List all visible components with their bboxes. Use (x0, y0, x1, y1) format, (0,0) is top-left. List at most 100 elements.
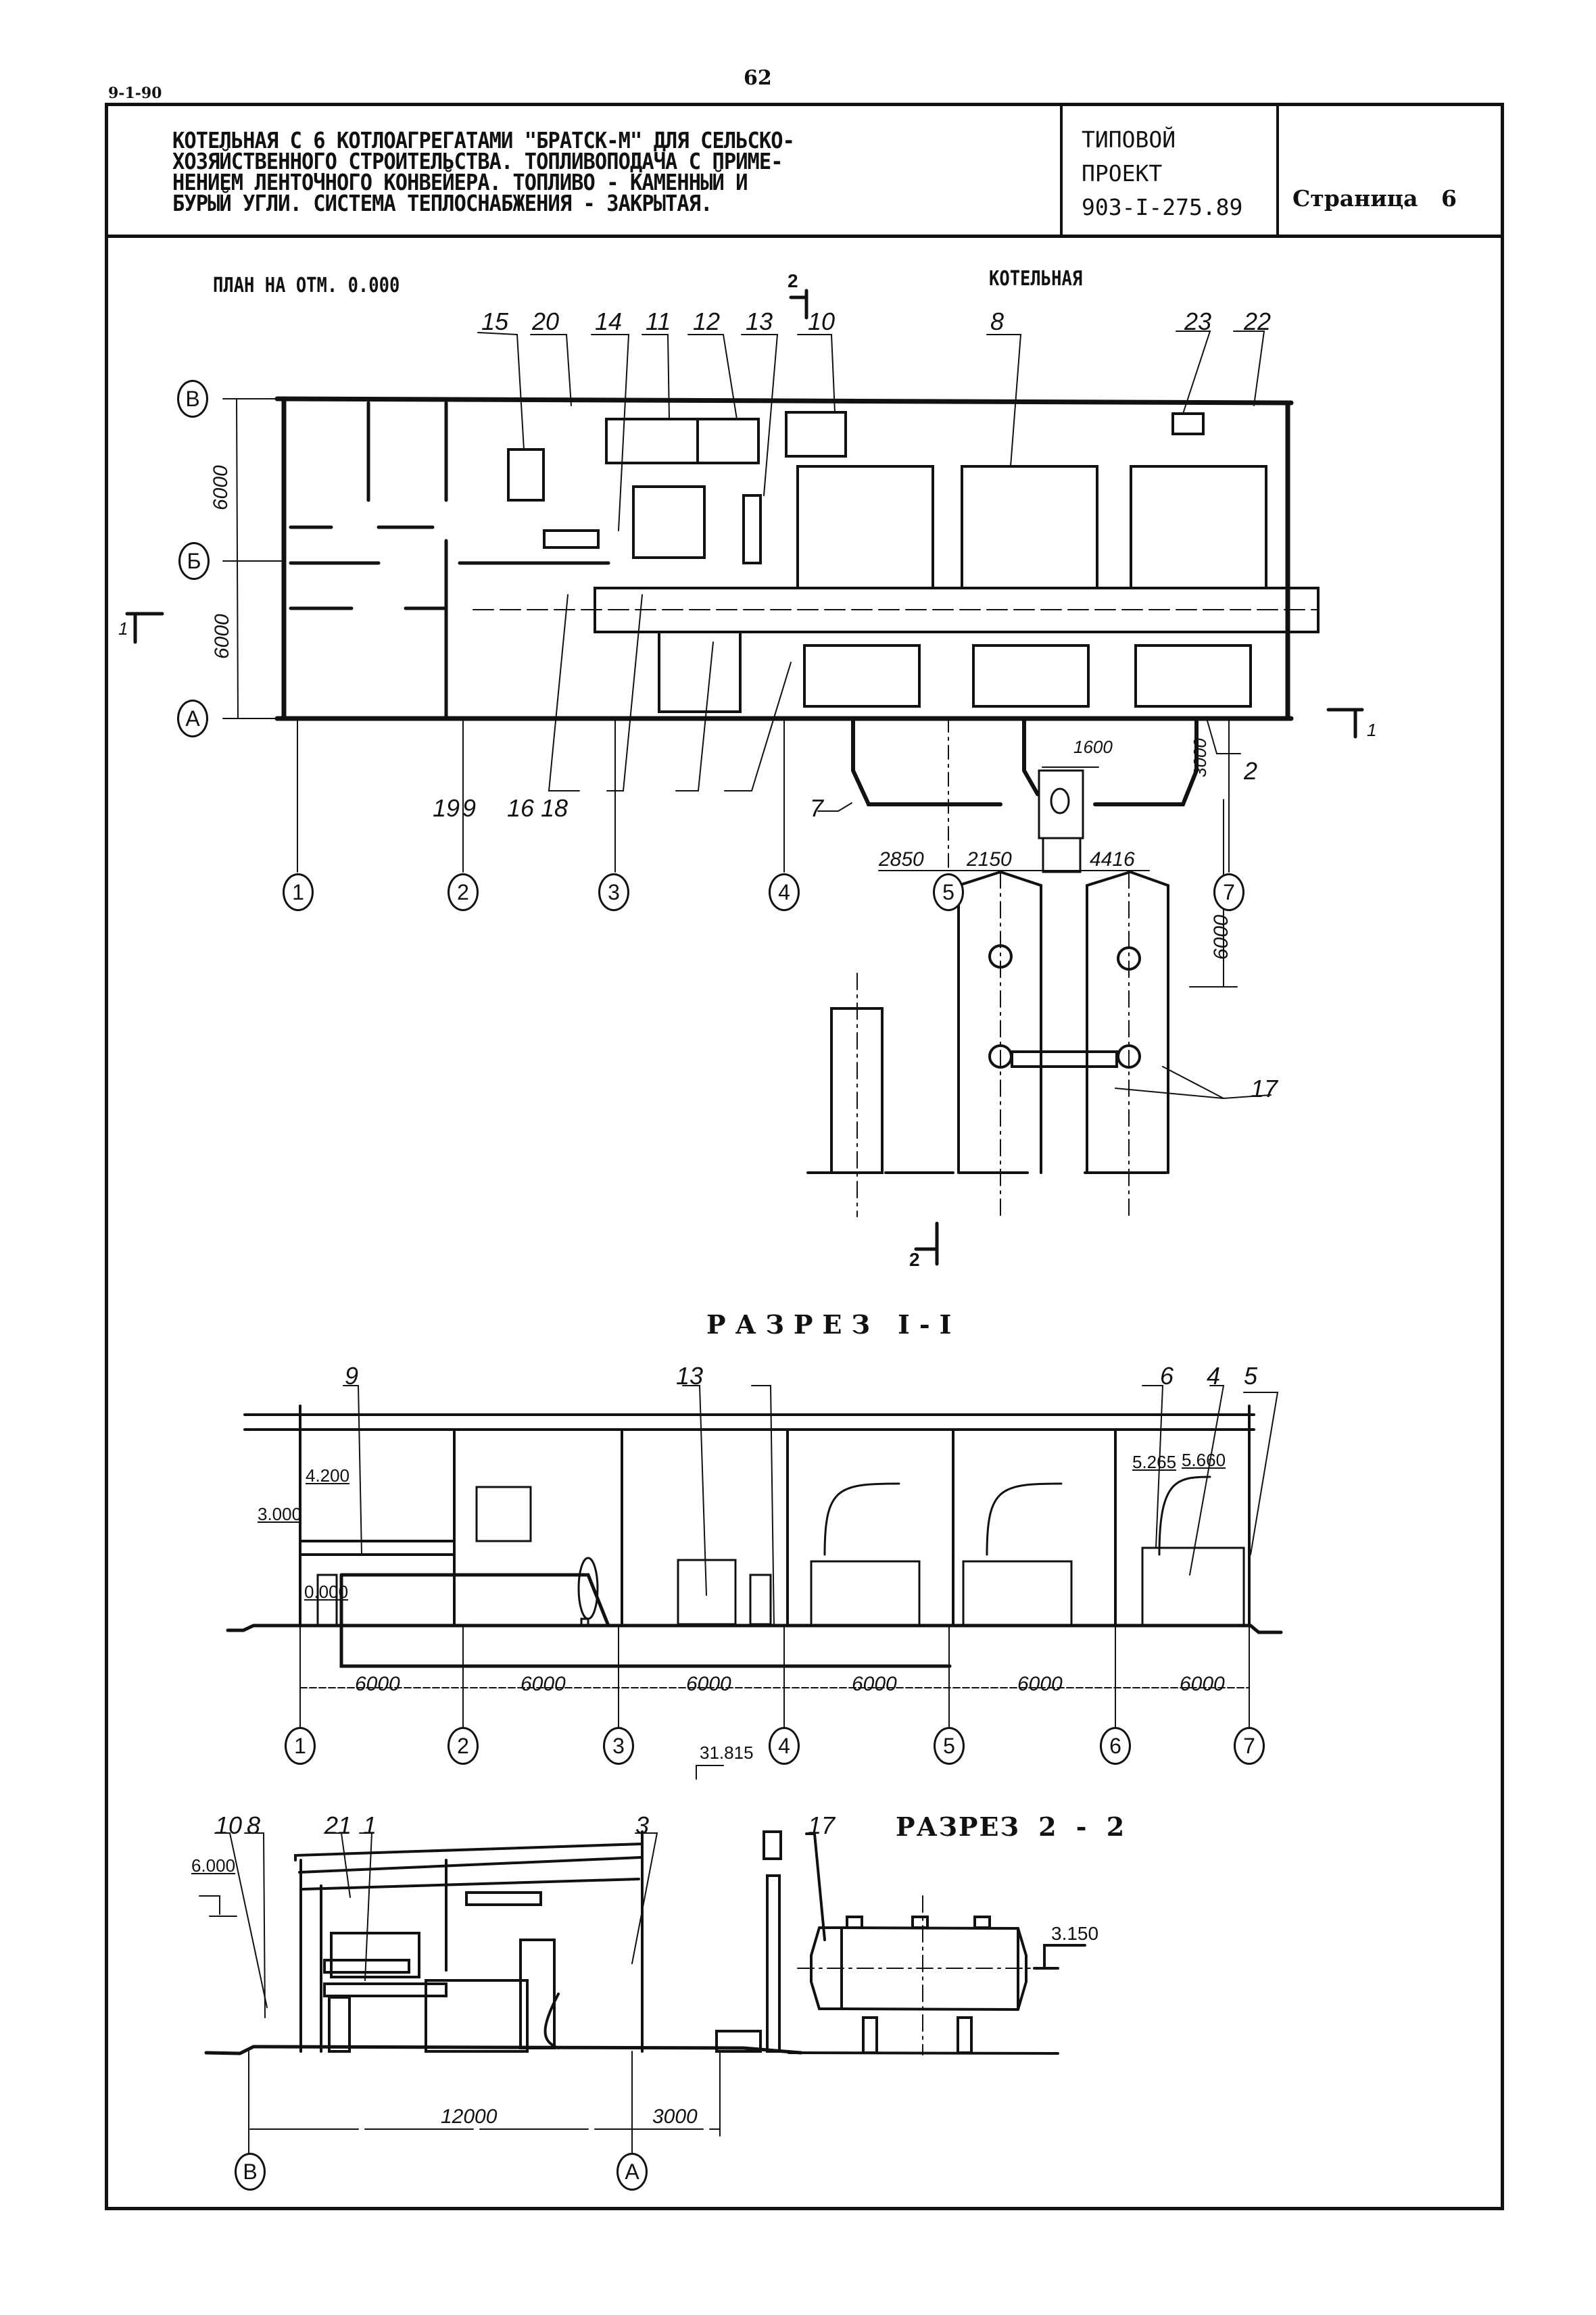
title-line: ХОЗЯЙСТВЕННОГО СТРОИТЕЛЬСТВА. ТОПЛИВОПОД… (172, 148, 783, 174)
callout-12: 12 (693, 308, 721, 335)
plan-outline (274, 396, 1294, 721)
section-2-marker-bottom: 2 (909, 1249, 920, 1270)
callout-11: 11 (646, 308, 671, 335)
section22-tank (788, 1832, 1086, 2055)
callout-9: 9 (462, 794, 477, 822)
dim-3000: 3000 (1190, 738, 1210, 777)
axis-row-b: Б (178, 542, 210, 580)
callout-23: 23 (1184, 308, 1212, 335)
callout-19: 19 (433, 794, 460, 822)
section-1-marker-left: 1 (118, 618, 128, 639)
section-2-marker-top: 2 (788, 270, 798, 291)
project-code-cell: ТИПОВОЙ ПРОЕКТ 903-I-275.89 (1060, 103, 1276, 235)
callout-22: 22 (1244, 308, 1272, 335)
title-line: БУРЫЙ УГЛИ. СИСТЕМА ТЕПЛОСНАБЖЕНИЯ - ЗАК… (172, 190, 712, 216)
s22-callout-1: 1 (363, 1811, 377, 1839)
section22-building-ground (204, 2045, 803, 2055)
row-dim-2: 6000 (211, 614, 233, 659)
axis-col-7: 7 (1213, 873, 1244, 911)
s11-axis-6: 6 (1100, 1727, 1131, 1765)
callout-18: 18 (541, 794, 569, 822)
callout-13: 13 (746, 308, 773, 335)
callout-10: 10 (808, 308, 836, 335)
span-dim-4: 6000 (852, 1673, 897, 1695)
section22-centerline (797, 1895, 1035, 2055)
s22-callout-21: 21 (324, 1811, 352, 1839)
span-dim-1: 6000 (355, 1673, 400, 1695)
span-dim-3: 6000 (686, 1673, 731, 1695)
axis-col-2: 2 (448, 873, 479, 911)
plan-leaders (477, 331, 1272, 1100)
plan-centerlines (856, 871, 1130, 1217)
s11-callout-9: 9 (345, 1362, 359, 1390)
dim-6000: 6000 (1210, 915, 1232, 960)
section11-outline (243, 1405, 1255, 1627)
section11-leaders (343, 1385, 1279, 1626)
elev-0000: 0.000 (304, 1582, 349, 1602)
elev-5660: 5.660 (1182, 1450, 1226, 1470)
span-dim-6: 6000 (1180, 1673, 1225, 1695)
page-number: 62 (744, 66, 772, 90)
callout-20: 20 (532, 308, 560, 335)
drawing-title: КОТЕЛЬНАЯ С 6 КОТЛОАГРЕГАТАМИ "БРАТСК-М"… (172, 127, 795, 216)
section22-building-dims (199, 1765, 724, 2164)
sheet-code: 9-1-90 (108, 84, 162, 102)
section22-building-leaders (214, 1832, 658, 2018)
elev-3000: 3.000 (258, 1504, 302, 1524)
s22-axis-a: А (616, 2153, 648, 2191)
project-type-line2: ПРОЕКТ (1082, 160, 1163, 187)
elev-6000: 6.000 (191, 1855, 236, 1876)
plan-conveyor (473, 587, 1320, 633)
s11-callout-4: 4 (1207, 1362, 1221, 1390)
dim-12000: 12000 (441, 2105, 498, 2128)
s22-callout-10: 10 (215, 1811, 243, 1839)
dim-1600: 1600 (1073, 737, 1113, 757)
chimney-elevation: 31.815 (700, 1743, 754, 1763)
callout-17: 17 (1251, 1075, 1278, 1102)
callout-16: 16 (507, 794, 535, 822)
section11-dimline (299, 1625, 1250, 1728)
callout-14: 14 (595, 308, 623, 335)
dim-2850: 2850 (879, 848, 924, 871)
axis-col-3: 3 (598, 873, 629, 911)
span-dim-2: 6000 (521, 1673, 566, 1695)
title-block: КОТЕЛЬНАЯ С 6 КОТЛОАГРЕГАТАМИ "БРАТСК-М"… (105, 103, 1504, 238)
row-dim-1: 6000 (210, 465, 232, 510)
drawing-frame (105, 103, 1504, 2210)
page-label: Страница (1292, 185, 1418, 212)
plan-grid-lines (222, 398, 1230, 873)
section11-ground (226, 1573, 1283, 1668)
s11-callout-13: 13 (676, 1362, 704, 1390)
callout-8: 8 (990, 308, 1005, 335)
dim-3000-b: 3000 (652, 2105, 698, 2128)
plan-title: ПЛАН НА ОТМ. 0.000 (213, 274, 400, 297)
axis-row-v: В (177, 380, 208, 418)
callout-15: 15 (481, 308, 509, 335)
s11-axis-3: 3 (603, 1727, 634, 1765)
axis-col-5: 5 (933, 873, 964, 911)
s11-axis-2: 2 (448, 1727, 479, 1765)
s11-axis-7: 7 (1234, 1727, 1265, 1765)
title-line: КОТЕЛЬНАЯ С 6 КОТЛОАГРЕГАТАМИ "БРАТСК-М"… (172, 127, 795, 153)
plan-interior (289, 401, 610, 721)
plan-flue-duct (851, 716, 1199, 873)
page-cell: Страница 6 (1276, 103, 1501, 235)
plan-section-markers (125, 289, 1364, 1266)
s22-callout-8: 8 (247, 1811, 261, 1839)
title-line: НЕНИЕМ ЛЕНТОЧНОГО КОНВЕЙЕРА. ТОПЛИВО - К… (172, 169, 748, 195)
span-dim-5: 6000 (1017, 1673, 1063, 1695)
project-code: 903-I-275.89 (1082, 194, 1243, 220)
section11-equipment (316, 1476, 1245, 1627)
elev-5265: 5.265 (1132, 1452, 1177, 1472)
elev-4200: 4.200 (306, 1465, 350, 1486)
s22-axis-v: В (235, 2153, 266, 2191)
s22-callout-3: 3 (635, 1811, 650, 1839)
section22-building (294, 1830, 782, 2053)
axis-col-4: 4 (769, 873, 800, 911)
callout-2: 2 (1244, 757, 1258, 785)
building-label: КОТЕЛЬНАЯ (989, 267, 1083, 291)
elev-3150: 3.150 (1051, 1923, 1099, 1944)
dim-4416: 4416 (1090, 848, 1135, 871)
s11-callout-6: 6 (1160, 1362, 1174, 1390)
